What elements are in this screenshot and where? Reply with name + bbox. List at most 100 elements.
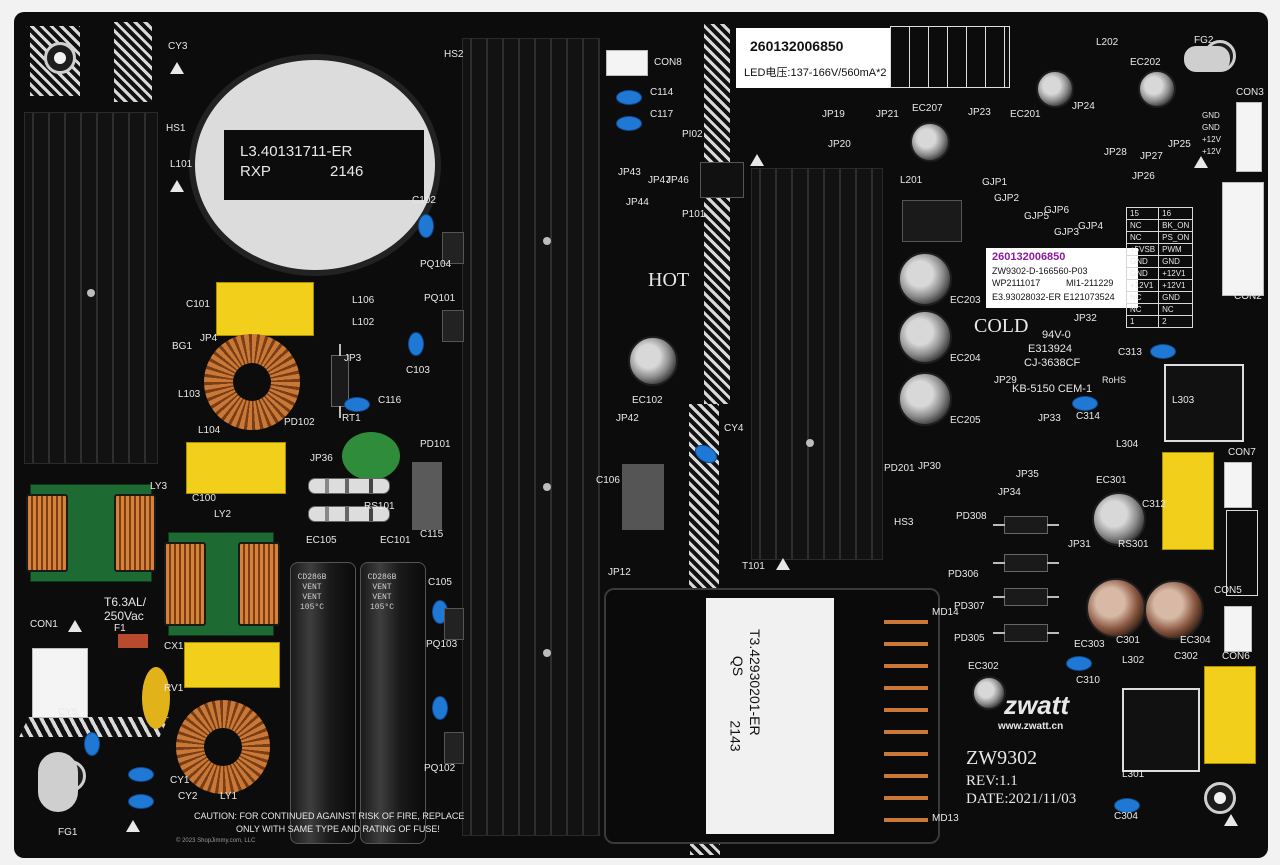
ref-designator: GJP3 xyxy=(1054,227,1080,238)
warning-icon xyxy=(170,62,184,74)
pin-cell: PWM xyxy=(1158,243,1194,256)
pfc-inductor-band xyxy=(224,130,424,200)
ref-designator: CY2 xyxy=(178,791,198,802)
ref-designator: PQ104 xyxy=(420,259,452,270)
transistor-pq104 xyxy=(442,232,464,264)
mounting-hole xyxy=(1204,782,1236,814)
cold-zone-label: COLD xyxy=(974,315,1029,337)
pin-cell: 1 xyxy=(1125,315,1160,328)
ref-designator: C314 xyxy=(1076,411,1100,422)
diode-pd306 xyxy=(993,554,1059,572)
controller-ic xyxy=(700,162,744,198)
photo-copyright: © 2023 ShopJimmy.com, LLC xyxy=(176,838,256,844)
ref-designator: C312 xyxy=(1142,499,1166,510)
part-code: E3.93028032-ER E121073524 xyxy=(992,292,1115,302)
capacitor-ec304 xyxy=(1144,580,1204,640)
ref-designator: EC302 xyxy=(968,661,999,672)
ref-designator: PD307 xyxy=(954,601,985,612)
ref-designator: MD13 xyxy=(932,813,959,824)
ref-designator: EC105 xyxy=(306,535,337,546)
y-capacitor xyxy=(128,794,154,809)
ref-designator: JP32 xyxy=(1074,313,1097,324)
ref-designator: JP35 xyxy=(1016,469,1039,480)
ref-designator: EC205 xyxy=(950,415,981,426)
ref-designator: JP29 xyxy=(994,375,1017,386)
con3-pin-label: +12V xyxy=(1202,135,1221,144)
capacitor-c116 xyxy=(344,397,370,412)
ref-designator: T101 xyxy=(742,561,765,572)
transformer-date: 2143 xyxy=(727,720,744,752)
ref-designator: BG1 xyxy=(172,341,193,352)
transistor-pq101 xyxy=(442,310,464,342)
pin-cell: PS_ON xyxy=(1158,231,1194,244)
ref-designator: HS2 xyxy=(444,49,464,60)
ref-designator: JP42 xyxy=(616,413,639,424)
board-revision: REV:1.1 xyxy=(966,773,1018,789)
ref-designator: L201 xyxy=(900,175,923,186)
ref-designator: L106 xyxy=(352,295,375,306)
isolation-hatch-left xyxy=(114,22,152,102)
ref-designator: CY5 xyxy=(58,707,78,718)
ref-designator: L101 xyxy=(170,159,193,170)
ref-designator: PQ101 xyxy=(424,293,456,304)
capacitor-ec303 xyxy=(1086,578,1146,638)
ground-lug-fg1 xyxy=(38,752,78,812)
heatsink-screw xyxy=(543,237,551,245)
y-capacitor xyxy=(84,732,100,756)
x-capacitor-c101 xyxy=(216,282,314,336)
fuse-f1 xyxy=(118,634,148,648)
diode-pd308 xyxy=(993,516,1059,534)
ref-designator: PQ102 xyxy=(424,763,456,774)
capacitor-ec301 xyxy=(1092,492,1146,546)
ref-designator: FG1 xyxy=(58,827,78,838)
ref-designator: GJP5 xyxy=(1024,211,1050,222)
ref-designator: CY1 xyxy=(170,775,190,786)
ref-designator: C102 xyxy=(412,195,436,206)
capacitor-marking: CD286B VENT VENT 105°C xyxy=(297,573,327,612)
ref-designator: C301 xyxy=(1116,635,1140,646)
choke-ly2-winding xyxy=(164,542,206,626)
x-capacitor-cx1 xyxy=(184,642,280,688)
ref-designator: GJP4 xyxy=(1078,221,1104,232)
heatsink-secondary xyxy=(751,168,883,560)
capacitor-c313 xyxy=(1150,344,1176,359)
diode-pd307 xyxy=(993,588,1059,606)
con3-pin-label: GND xyxy=(1202,123,1220,132)
component-c115 xyxy=(412,462,442,530)
ref-designator: HS1 xyxy=(166,123,186,134)
capacitor-c314 xyxy=(1072,396,1098,411)
pin-cell: 15 xyxy=(1125,207,1160,220)
main-transformer-winding xyxy=(884,602,928,826)
capacitor-con7 xyxy=(1162,452,1214,550)
pin-cell: +5VSB xyxy=(1125,243,1160,256)
ref-designator: RV1 xyxy=(164,683,184,694)
jumper-block xyxy=(890,26,1010,88)
ref-designator: L302 xyxy=(1122,655,1145,666)
model-code: ZW9302-D-166560-P03 xyxy=(992,266,1088,276)
capacitor-c302 xyxy=(1204,666,1256,764)
ref-designator: PD101 xyxy=(420,439,451,450)
pin-cell: NC xyxy=(1125,291,1160,304)
ref-designator: F1 xyxy=(114,623,126,634)
choke-ly2-winding xyxy=(238,542,280,626)
ref-designator: CY4 xyxy=(724,423,744,434)
ref-designator: JP20 xyxy=(828,139,851,150)
pin-cell: +12V1 xyxy=(1158,279,1194,292)
ref-designator: CX1 xyxy=(164,641,184,652)
pin-cell: 16 xyxy=(1158,207,1194,220)
ref-designator: C106 xyxy=(596,475,620,486)
bulk-capacitor-ec105: CD286B VENT VENT 105°C xyxy=(290,562,356,844)
capacitor-c102 xyxy=(418,214,434,238)
connector-con3 xyxy=(1236,102,1262,172)
serial-code-top: 260132006850 xyxy=(750,38,844,54)
ref-designator: P101 xyxy=(682,209,706,220)
ref-designator: CON2 xyxy=(1234,291,1262,302)
ref-designator: EC101 xyxy=(380,535,411,546)
transformer-left-date: 2146 xyxy=(330,163,364,180)
ref-designator: PQ103 xyxy=(426,639,458,650)
choke-ly3-winding xyxy=(114,494,156,572)
